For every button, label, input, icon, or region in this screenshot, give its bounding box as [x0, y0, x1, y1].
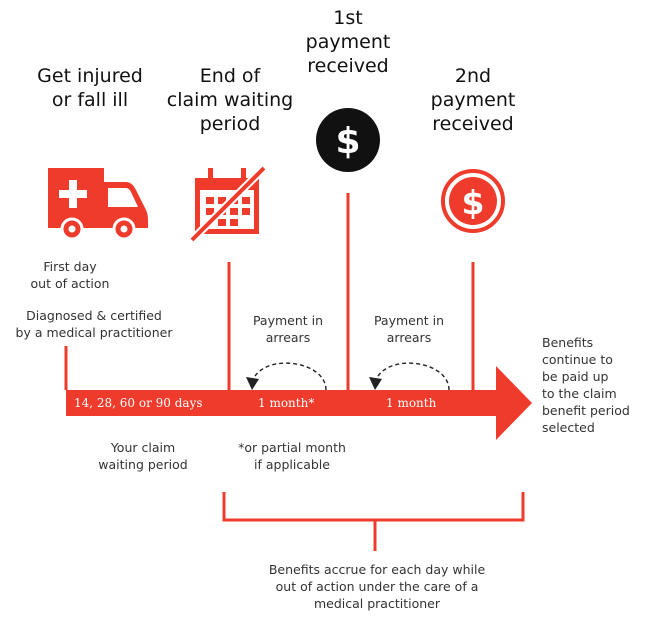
note-waiting-period: Your claim waiting period [98, 440, 188, 472]
svg-text:$: $ [462, 183, 485, 222]
ambulance-icon [48, 168, 148, 241]
timeline-segment-first-month: 1 month* [258, 396, 315, 410]
accrual-bracket [222, 492, 525, 522]
note-partial-month: *or partial month if applicable [238, 440, 346, 472]
note-arrears-2: Payment in arrears [373, 313, 445, 345]
dollar-coin-icon: $ [316, 108, 380, 172]
arrears-arrow-2-head [369, 377, 382, 390]
stage-title-second-payment: 2nd payment received [430, 65, 516, 135]
timeline-segment-waiting: 14, 28, 60 or 90 days [74, 396, 203, 410]
stage-title-injured: Get injured or fall ill [37, 65, 143, 111]
stage-title-waiting-end: End of claim waiting period [166, 65, 294, 135]
calendar-crossed-icon [189, 165, 267, 243]
note-accrue: Benefits accrue for each day while out o… [268, 562, 486, 611]
note-arrears-1: Payment in arrears [252, 313, 324, 345]
stage-title-first-payment: 1st payment received [305, 7, 391, 77]
timeline-segment-second-month: 1 month [386, 396, 437, 410]
note-diagnosed: Diagnosed & certified by a medical pract… [15, 308, 173, 340]
dollar-coin-outline-icon: $ [441, 169, 505, 233]
arrears-arrow-2 [374, 362, 450, 391]
timeline-arrow [66, 366, 532, 440]
arrears-arrow-1 [251, 362, 327, 391]
svg-text:$: $ [335, 121, 360, 162]
note-first-day: First day out of action [30, 259, 110, 291]
arrears-arrow-1-head [246, 377, 259, 390]
note-benefits-continue: Benefits continue to be paid up to the c… [542, 335, 630, 435]
